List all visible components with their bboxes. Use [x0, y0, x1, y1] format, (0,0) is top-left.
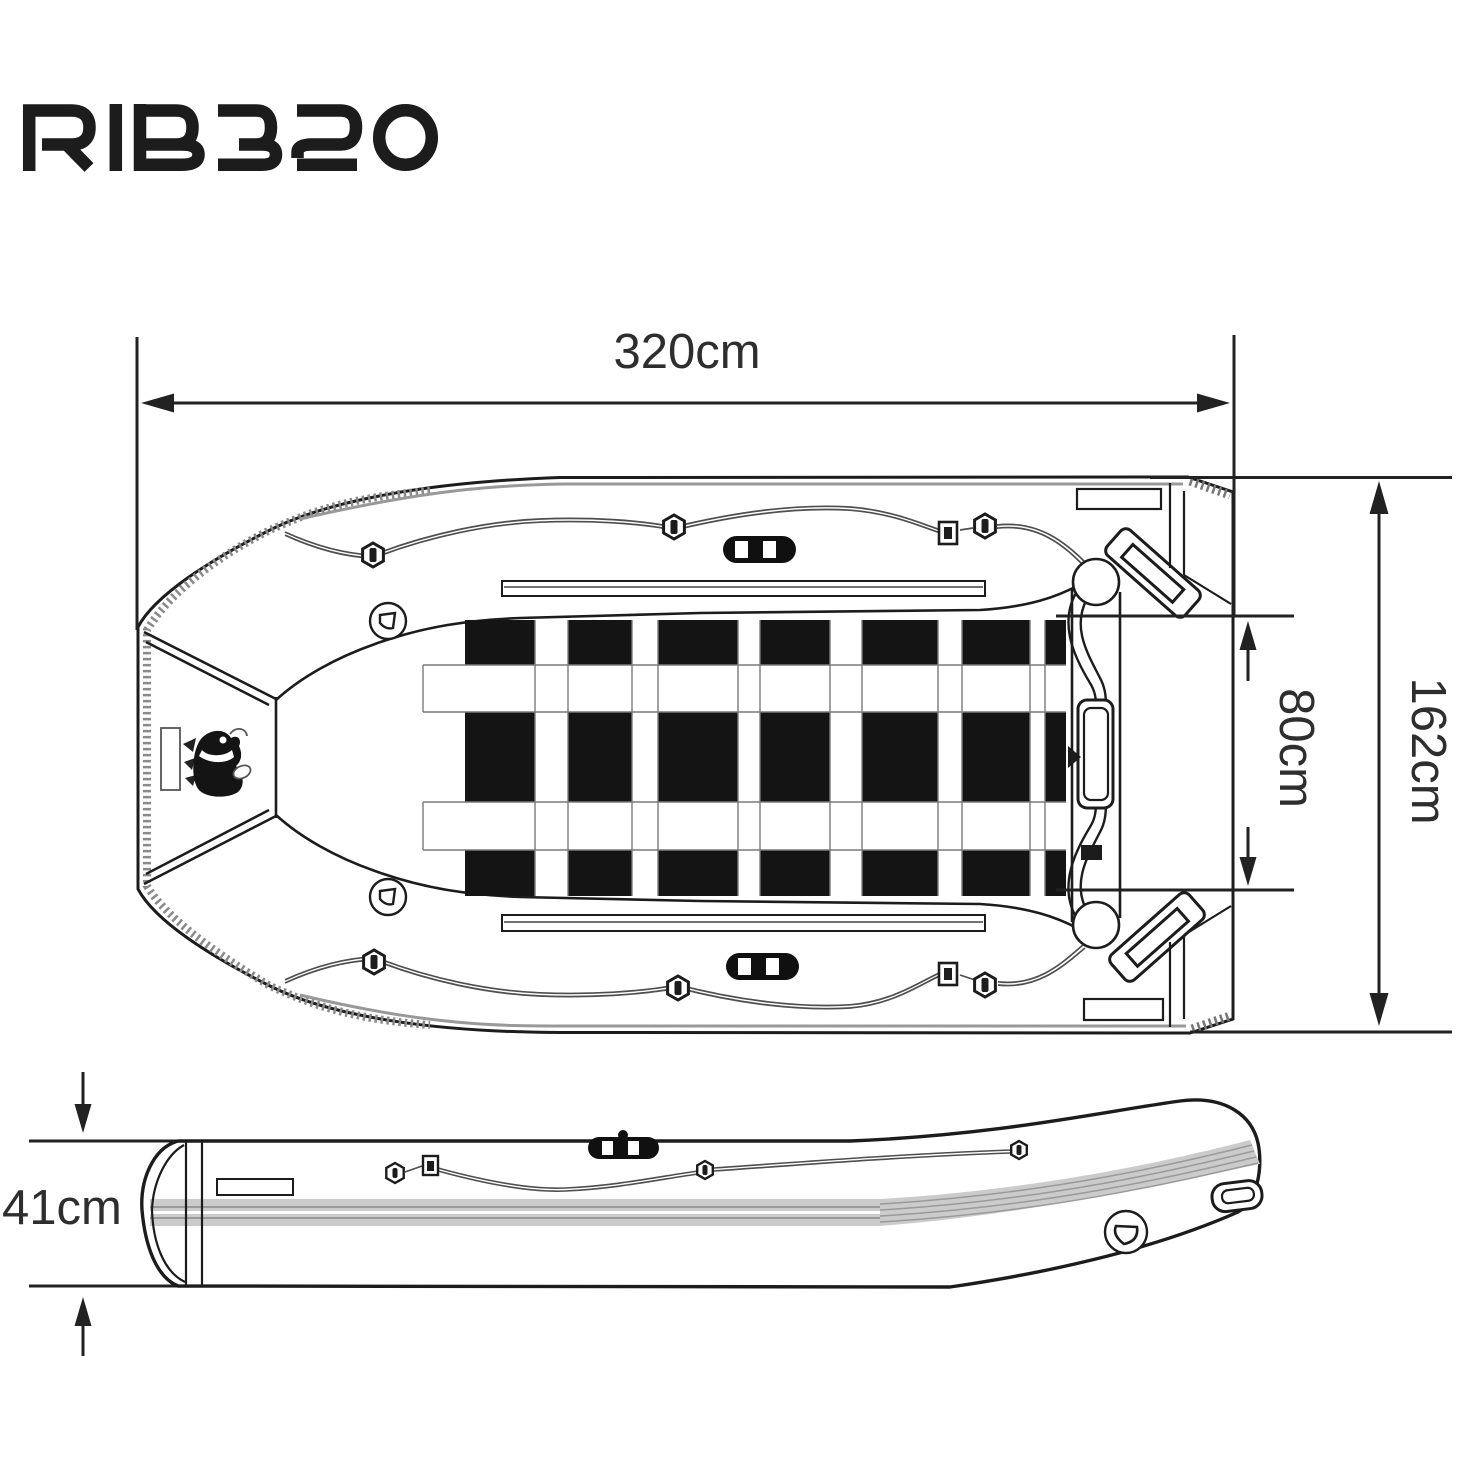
svg-text:80cm: 80cm	[1269, 688, 1323, 808]
svg-text:320cm: 320cm	[613, 325, 760, 379]
svg-text:162cm: 162cm	[1401, 677, 1455, 824]
svg-text:41cm: 41cm	[2, 1181, 122, 1235]
